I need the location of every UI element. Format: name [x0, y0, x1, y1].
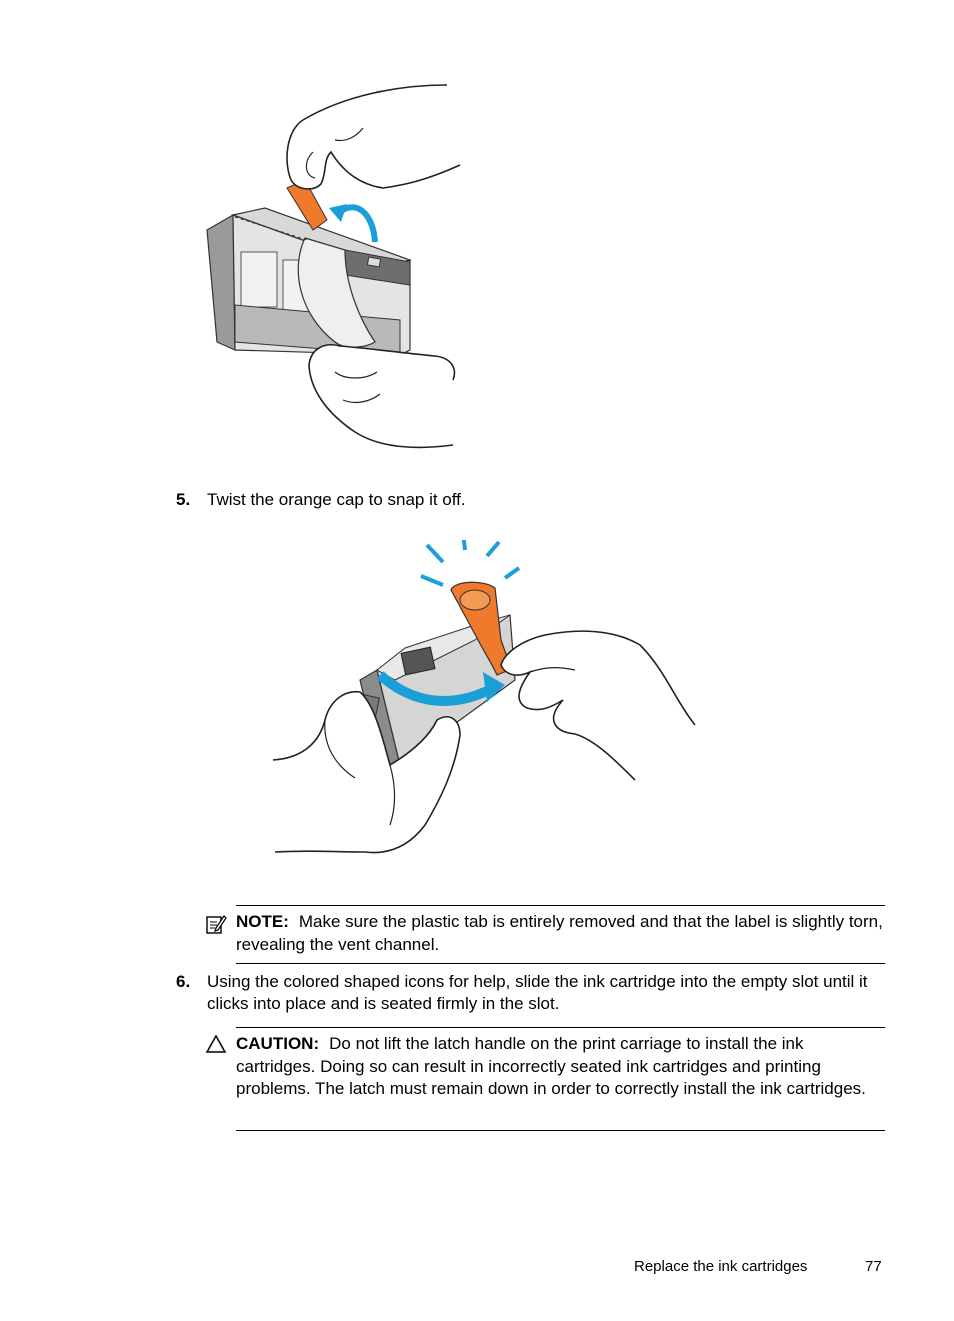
snap-line [485, 540, 501, 558]
note-bottom-rule [236, 963, 885, 964]
twist-direction-arrow [376, 671, 496, 706]
cartridge-left-side [206, 213, 236, 351]
note-label: NOTE: [236, 912, 289, 931]
step-number: 6. [176, 972, 191, 991]
caution-bottom-rule [236, 1130, 885, 1131]
twist-cap-illustration [272, 540, 696, 854]
snap-line [420, 574, 444, 587]
note-top-rule [236, 905, 885, 906]
caution-label: CAUTION: [236, 1034, 320, 1053]
footer-page-number: 77 [865, 1258, 882, 1275]
snap-line [503, 566, 521, 580]
step-text: Twist the orange cap to snap it off. [207, 490, 466, 509]
caution-triangle-icon [205, 1034, 227, 1053]
note-text: Make sure the plastic tab is entirely re… [236, 912, 883, 954]
note-pencil-icon [206, 915, 227, 934]
step-number: 5. [176, 490, 191, 509]
caution-text: Do not lift the latch handle on the prin… [236, 1034, 866, 1098]
right-hand [500, 630, 696, 781]
lower-hand [308, 344, 456, 449]
note-block: NOTE:Make sure the plastic tab is entire… [236, 911, 886, 956]
snap-line [461, 540, 467, 551]
left-hand [272, 691, 461, 854]
footer-section-title: Replace the ink cartridges [634, 1258, 808, 1275]
caution-block: CAUTION:Do not lift the latch handle on … [236, 1033, 886, 1101]
upper-hand [286, 84, 461, 190]
peel-tab-illustration [206, 84, 461, 449]
step-text: Using the colored shaped icons for help,… [207, 972, 868, 1013]
caution-top-rule [236, 1027, 885, 1028]
snap-line [425, 543, 445, 564]
